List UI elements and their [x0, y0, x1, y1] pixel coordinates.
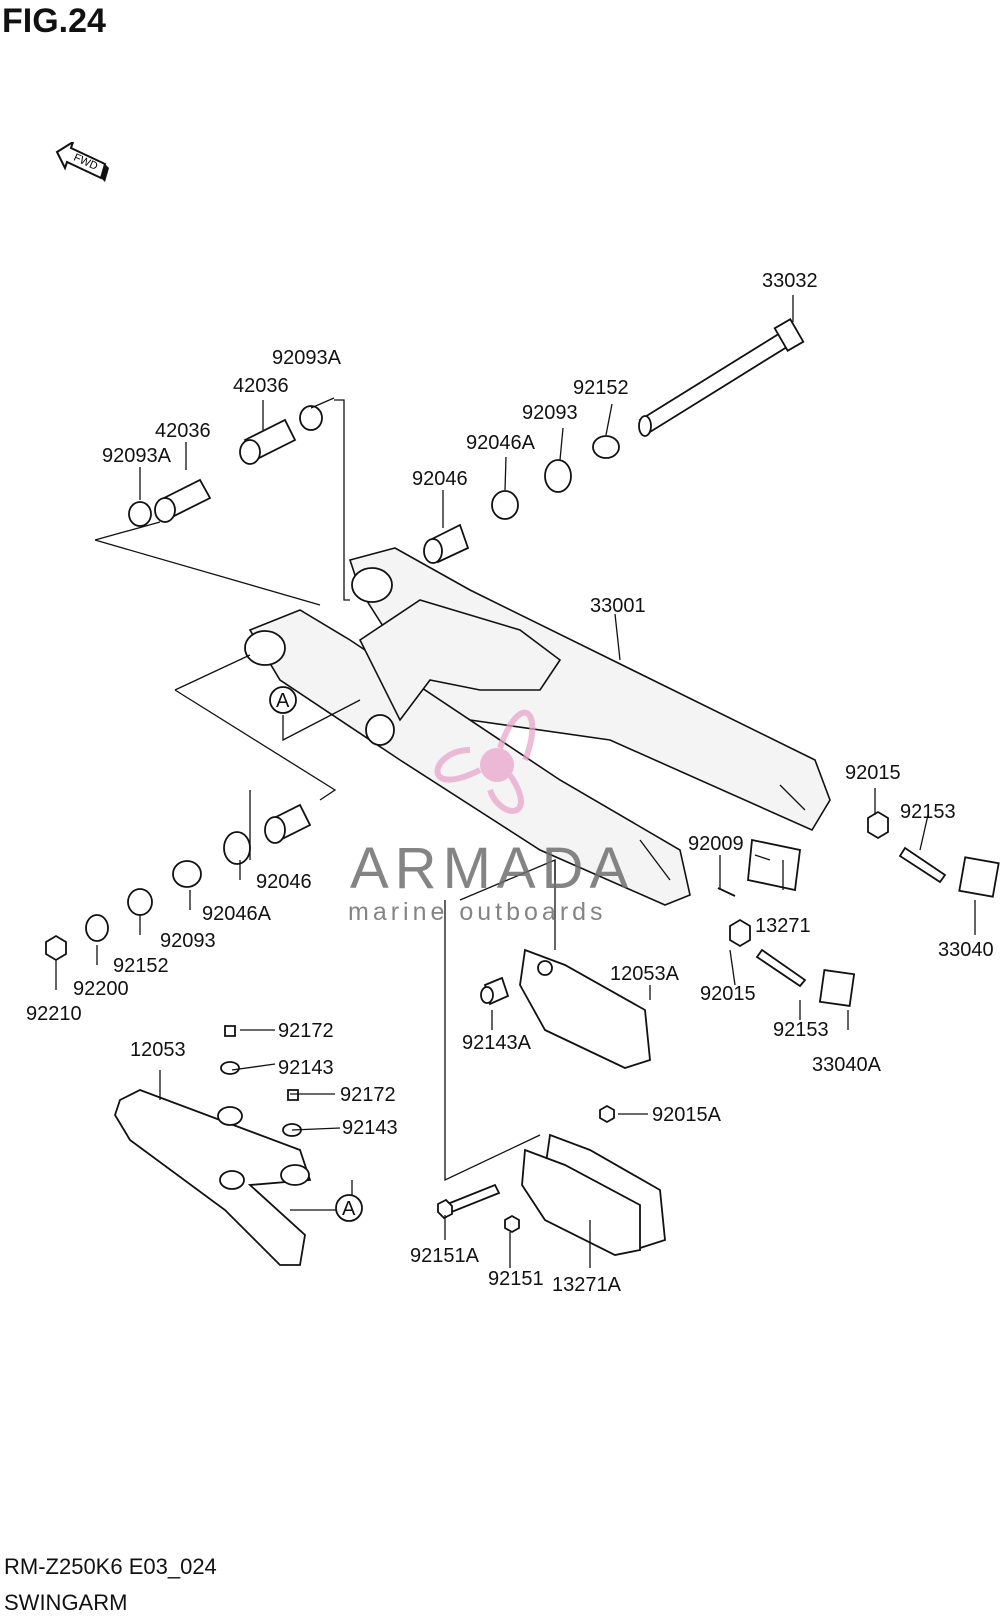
- callout-a-bottom-letter: A: [342, 1198, 356, 1220]
- watermark-brand: ARMADA: [350, 836, 635, 901]
- label-92143A: 92143A: [462, 1032, 532, 1054]
- label-92151: 92151: [488, 1268, 544, 1290]
- chain-guide-12053A-shape: [480, 948, 651, 1069]
- callout-a-top: A: [269, 686, 297, 714]
- label-92015-lower: 92015: [700, 983, 756, 1005]
- label-92153-right: 92153: [900, 801, 956, 823]
- label-42036-top: 42036: [233, 375, 289, 397]
- label-12053: 12053: [130, 1039, 186, 1061]
- callout-a-top-letter: A: [276, 690, 290, 712]
- watermark-tagline: marine outboards: [348, 898, 607, 926]
- forward-arrow-icon: FWD: [55, 142, 109, 182]
- label-92046A-left: 92046A: [202, 903, 272, 925]
- label-92152-left: 92152: [113, 955, 169, 977]
- label-92153-lower: 92153: [773, 1019, 829, 1041]
- label-92152-top: 92152: [573, 377, 629, 399]
- label-33040A: 33040A: [812, 1054, 882, 1076]
- callout-a-bottom: A: [335, 1194, 363, 1222]
- label-92200: 92200: [73, 978, 129, 1000]
- label-42036-left: 42036: [155, 420, 211, 442]
- bearings-top-shapes: [128, 405, 620, 564]
- swingarm-33001-shape: [244, 547, 831, 906]
- label-92046A-top: 92046A: [466, 432, 536, 454]
- label-92093A-left: 92093A: [102, 445, 172, 467]
- leader-lines: [55, 295, 976, 1268]
- section-name: SWINGARM: [4, 1590, 128, 1615]
- bearings-left-shapes: [45, 803, 312, 962]
- label-92093-top: 92093: [522, 402, 578, 424]
- label-92143-bottom: 92143: [342, 1117, 398, 1139]
- watermark-logo-icon: [434, 709, 536, 814]
- label-92015A: 92015A: [652, 1104, 722, 1126]
- label-92143-top: 92143: [278, 1057, 334, 1079]
- axle-33032-shape: [638, 318, 805, 437]
- label-13271A: 13271A: [552, 1274, 622, 1296]
- label-33001: 33001: [590, 595, 646, 617]
- label-33032: 33032: [762, 270, 818, 292]
- label-92093-left: 92093: [160, 930, 216, 952]
- label-92093A-top: 92093A: [272, 347, 342, 369]
- label-92009: 92009: [688, 833, 744, 855]
- model-code: RM-Z250K6 E03_024: [4, 1554, 217, 1579]
- label-92015-right: 92015: [845, 762, 901, 784]
- label-13271: 13271: [755, 915, 811, 937]
- label-92172-top: 92172: [278, 1020, 334, 1042]
- figure-title: FIG.24: [2, 2, 106, 40]
- label-92046-left: 92046: [256, 871, 312, 893]
- label-92210: 92210: [26, 1003, 82, 1025]
- label-92172-bottom: 92172: [340, 1084, 396, 1106]
- adjusters-right-shapes: [717, 810, 1000, 1007]
- label-12053A: 12053A: [610, 963, 680, 985]
- chain-slider-12053-shape: [114, 1025, 312, 1266]
- label-92151A: 92151A: [410, 1245, 480, 1267]
- chain-guide-13271A-shape: [437, 1104, 666, 1256]
- label-92046-top: 92046: [412, 468, 468, 490]
- label-33040: 33040: [938, 939, 994, 961]
